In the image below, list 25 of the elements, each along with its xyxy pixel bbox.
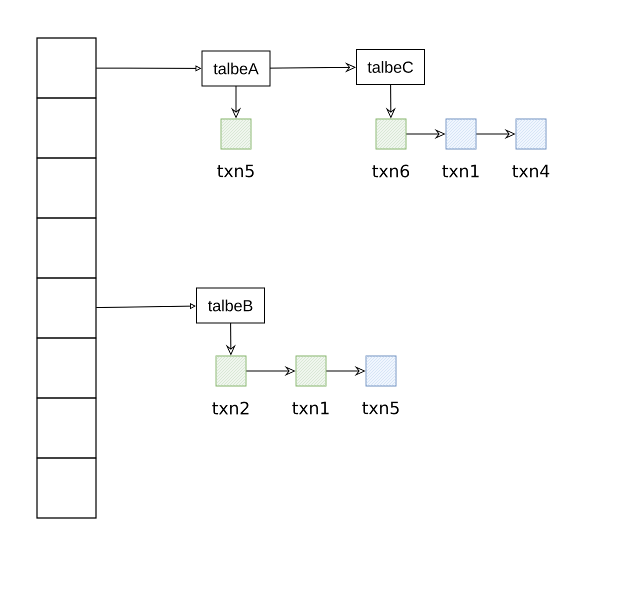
entry-square bbox=[296, 356, 326, 386]
array-cell bbox=[36, 397, 97, 459]
array-cell bbox=[36, 37, 97, 99]
entry-label: txn2 bbox=[212, 402, 248, 414]
table-box: talbeB bbox=[196, 288, 265, 324]
entry-label: txn1 bbox=[442, 164, 479, 178]
entry-square bbox=[216, 356, 246, 386]
entry-label: txn1 bbox=[292, 402, 329, 414]
array-cell bbox=[36, 97, 97, 159]
entry-label: txn5 bbox=[217, 164, 254, 178]
entry-label: txn4 bbox=[512, 164, 550, 178]
table-box: talbeC bbox=[356, 49, 425, 85]
array-cell bbox=[36, 457, 97, 519]
entry-label: txn5 bbox=[362, 402, 399, 414]
entry-square bbox=[220, 118, 252, 150]
entry-square bbox=[516, 118, 546, 150]
entry-square bbox=[446, 118, 476, 150]
entry-label: txn6 bbox=[372, 164, 410, 178]
array-cell bbox=[36, 157, 97, 219]
entry-square bbox=[376, 118, 406, 150]
table-box: talbeA bbox=[202, 50, 270, 86]
array-cell bbox=[36, 277, 97, 339]
entry-square bbox=[366, 356, 396, 386]
array-cell bbox=[36, 217, 97, 279]
array-cell bbox=[36, 337, 97, 399]
